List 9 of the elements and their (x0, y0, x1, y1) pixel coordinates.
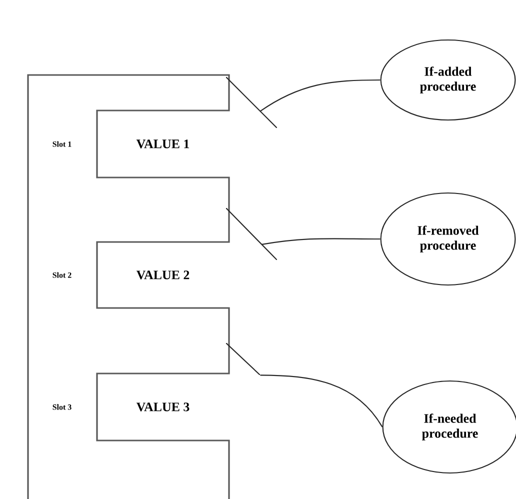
tick-mark (226, 208, 277, 260)
value-text: VALUE 2 (136, 270, 190, 280)
connector-curve (260, 374, 383, 428)
connector-curve (260, 79, 380, 112)
connector-curve (262, 238, 380, 246)
tick-mark (226, 343, 260, 375)
value-text: VALUE 1 (136, 140, 190, 148)
value-text: VALUE 3 (136, 402, 190, 412)
tick-mark (226, 77, 277, 128)
